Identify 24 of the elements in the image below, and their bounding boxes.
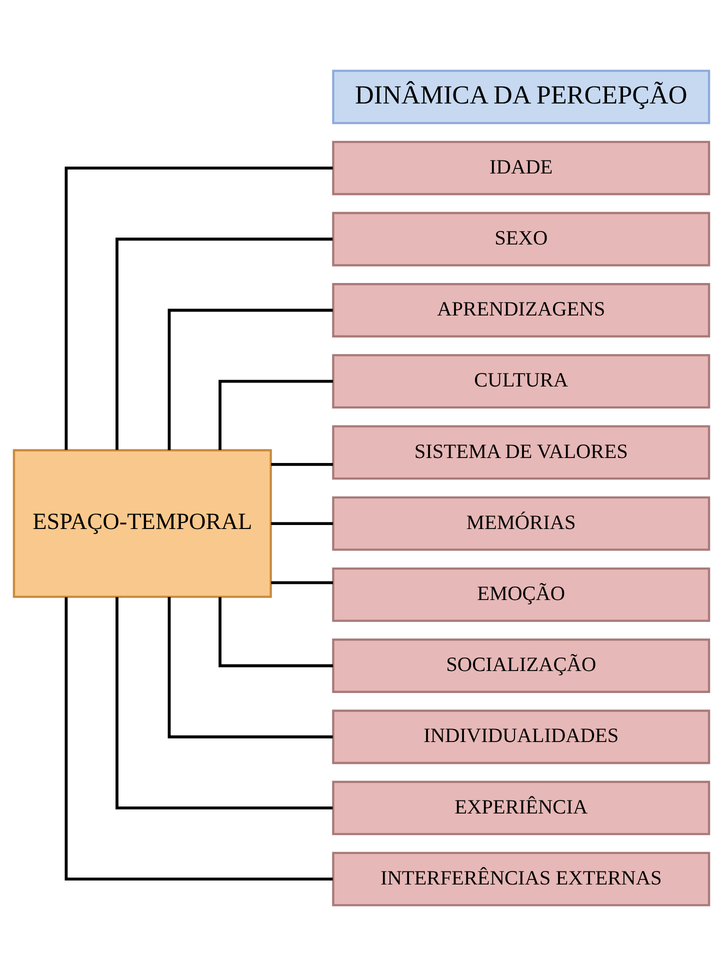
node-box: SISTEMA DE VALORES: [332, 424, 710, 480]
node-box: SEXO: [332, 211, 710, 266]
connector: [271, 522, 333, 524]
connector: [116, 596, 333, 809]
node-box: ESPAÇO-TEMPORAL: [12, 448, 272, 598]
connector: [64, 166, 333, 450]
node-box: CULTURA: [332, 354, 710, 408]
connector: [168, 596, 333, 738]
node-box: EXPERIÊNCIA: [332, 780, 710, 835]
connector: [168, 308, 333, 450]
connector: [64, 596, 333, 880]
node-box: EMOÇÃO: [332, 566, 710, 622]
connector: [218, 596, 333, 667]
node-box: MEMÓRIAS: [332, 496, 710, 550]
node-box: SOCIALIZAÇÃO: [332, 638, 710, 692]
node-box: INTERFERÊNCIAS EXTERNAS: [332, 851, 710, 906]
connector: [218, 379, 333, 450]
connector: [116, 237, 333, 450]
node-box: APRENDIZAGENS: [332, 282, 710, 337]
node-box: DINÂMICA DA PERCEPÇÃO: [332, 69, 710, 124]
connector: [271, 462, 333, 466]
node-box: IDADE: [332, 140, 710, 195]
connector: [271, 580, 333, 584]
node-box: INDIVIDUALIDADES: [332, 709, 710, 764]
